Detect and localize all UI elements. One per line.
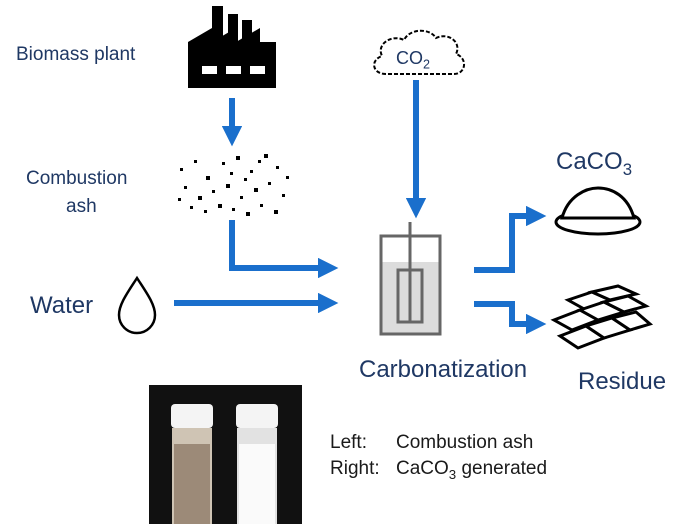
combustion-ash-label-line1: Combustion — [26, 168, 128, 189]
carbonatization-label: Carbonatization — [359, 356, 528, 383]
residue-label: Residue — [578, 368, 667, 395]
arrow-reactor-to-residue — [474, 301, 547, 335]
caco3-pile-icon — [554, 186, 642, 236]
caco3-label: CaCO3 — [556, 148, 633, 179]
combustion-ash-label-line2: ash — [66, 196, 97, 217]
residue-bags-icon — [550, 284, 654, 350]
water-drop-icon — [117, 275, 157, 335]
cloud-icon — [373, 29, 465, 75]
water-label: Water — [30, 292, 94, 319]
arrow-ash-to-reactor — [229, 220, 339, 279]
photo-caption-right: Right:CaCO3 generated — [330, 458, 548, 482]
sample-vials-photo — [149, 385, 302, 524]
reactor-tank-icon — [379, 222, 442, 336]
ash-particles-icon — [178, 154, 289, 216]
photo-caption-left: Left:Combustion ash — [330, 432, 534, 453]
flow-arrows — [174, 80, 547, 335]
factory-icon — [188, 6, 276, 88]
biomass-plant-label: Biomass plant — [16, 44, 136, 65]
co2-label: CO2 — [396, 48, 431, 72]
arrow-reactor-to-caco3 — [474, 205, 547, 273]
